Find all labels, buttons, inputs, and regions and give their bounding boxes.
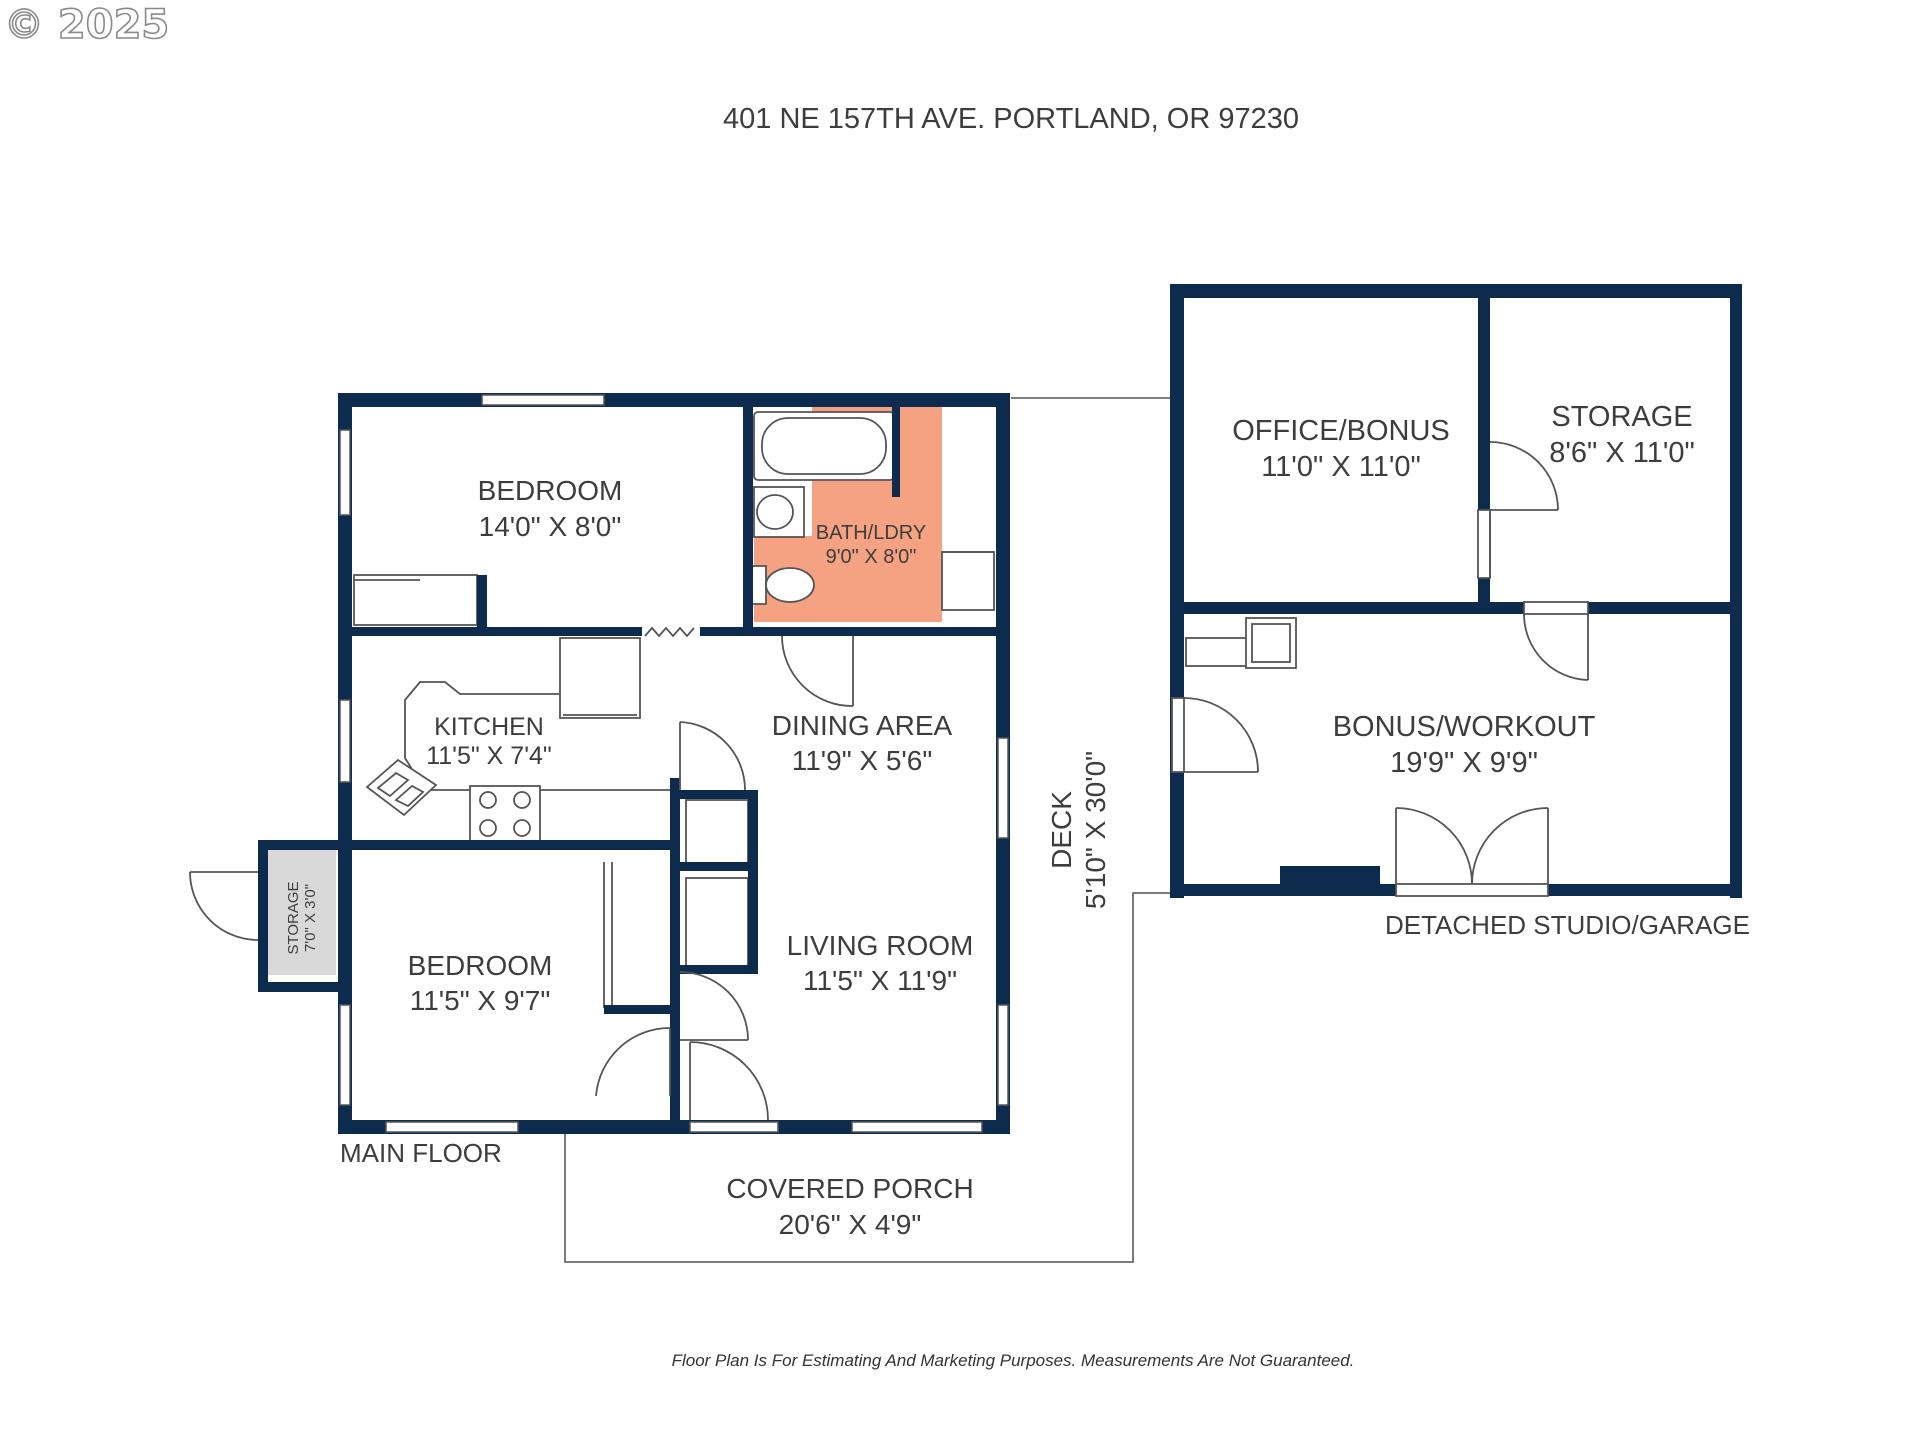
room-storage-name: STORAGE [285, 881, 302, 954]
room-storage-dims: 7'0" X 3'0" [302, 884, 319, 952]
studio-office-name: OFFICE/BONUS [1232, 415, 1450, 447]
porch-dims: 20'6" X 4'9" [779, 1209, 922, 1240]
room-bedroom-bottom-name: BEDROOM [408, 950, 553, 981]
room-kitchen-name: KITCHEN [434, 713, 544, 741]
room-bedroom-top-name: BEDROOM [478, 475, 623, 506]
studio-office-dims: 11'0" X 11'0" [1261, 451, 1421, 483]
studio-storage-dims: 8'6" X 11'0" [1549, 437, 1695, 469]
studio-storage-name: STORAGE [1551, 401, 1692, 433]
room-living-name: LIVING ROOM [787, 930, 974, 961]
studio-bonus-dims: 19'9" X 9'9" [1390, 747, 1538, 779]
room-bedroom-bottom-dims: 11'5" X 9'7" [410, 985, 551, 1016]
room-dining-name: DINING AREA [772, 710, 953, 741]
room-dining-dims: 11'9" X 5'6" [792, 745, 933, 776]
studio-doors [1171, 441, 1589, 897]
studio-label: DETACHED STUDIO/GARAGE [1385, 910, 1750, 940]
disclaimer: Floor Plan Is For Estimating And Marketi… [672, 1351, 1355, 1370]
room-bath-name: BATH/LDRY [816, 522, 926, 544]
studio-fixtures [1185, 617, 1297, 669]
windows [339, 394, 1009, 1133]
property-address: 401 NE 157TH AVE. PORTLAND, OR 97230 [723, 103, 1299, 135]
studio-bonus-name: BONUS/WORKOUT [1333, 711, 1596, 743]
room-bath-dims: 9'0" X 8'0" [826, 546, 917, 568]
room-labels: BEDROOM 14'0" X 8'0" BATH/LDRY 9'0" X 8'… [285, 401, 1695, 1240]
room-bedroom-top-dims: 14'0" X 8'0" [479, 511, 622, 542]
room-living-dims: 11'5" X 11'9" [803, 965, 957, 996]
fixtures [353, 411, 995, 1008]
main-floor-label: MAIN FLOOR [340, 1138, 502, 1168]
studio-walls [1170, 284, 1742, 898]
room-kitchen-dims: 11'5" X 7'4" [426, 742, 552, 770]
deck-name: DECK [1046, 791, 1077, 869]
porch-name: COVERED PORCH [726, 1173, 973, 1204]
copyright-watermark: © 2025 [4, 2, 169, 48]
deck-dims: 5'10" X 30'0" [1080, 751, 1111, 909]
storage-closet-fill [268, 845, 336, 975]
deck-outline [564, 397, 1170, 1263]
main-floor-doors [189, 626, 854, 1121]
